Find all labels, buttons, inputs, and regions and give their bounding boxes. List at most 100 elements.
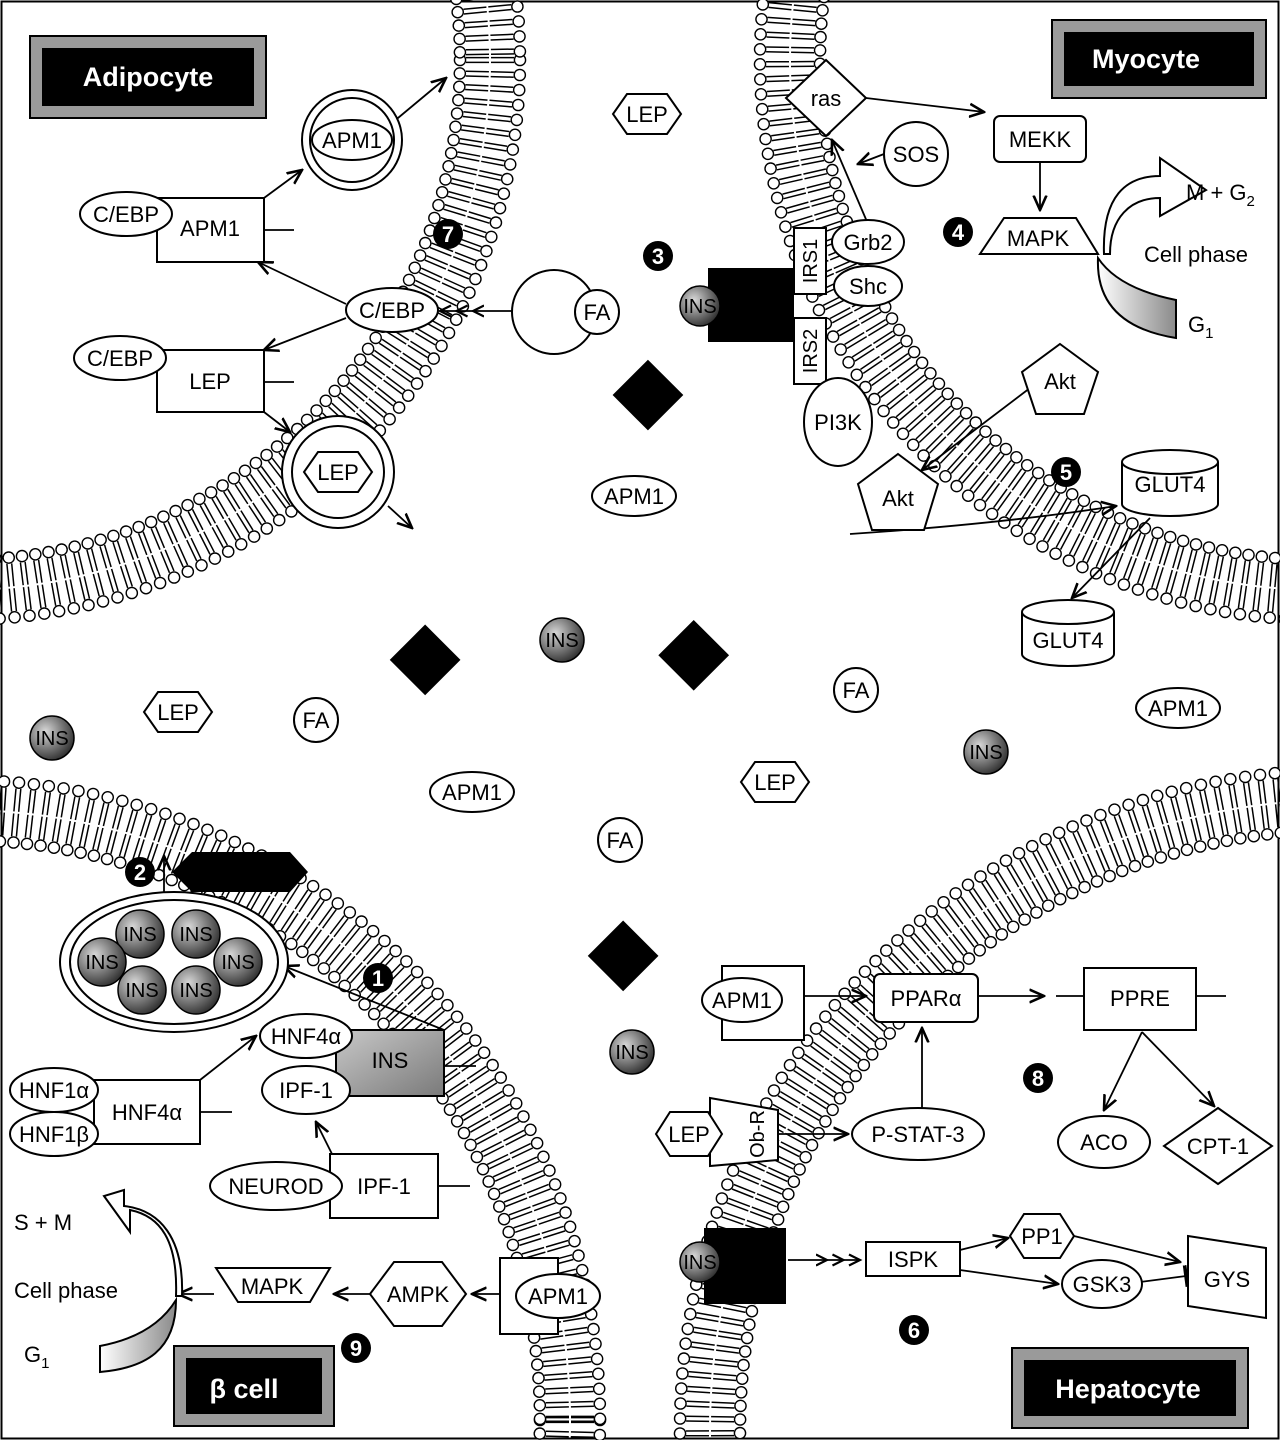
lipid-tail [931,952,946,969]
lipid-tail [408,989,425,1005]
lipid-tail [452,179,474,185]
lipid-head [0,613,5,624]
lipid-tail [1074,860,1084,881]
lipid-tail [694,1327,717,1331]
lipid-head [688,1294,699,1305]
lipid-tail [916,423,933,439]
lipid-head [534,1400,545,1411]
lipid-tail [490,100,513,102]
lipid-head [452,1116,463,1127]
lipid-tail [975,444,990,462]
lipid-tail [792,33,815,34]
diamond-2 [390,625,461,696]
lipid-tail [1024,479,1037,498]
lipid-tail [454,1092,474,1104]
lipid-head [1248,831,1259,842]
granule-ins-2: INS [172,910,220,958]
lipid-tail [937,915,951,933]
lipid-tail [830,308,850,319]
lipid-tail [851,1034,869,1048]
lipid-tail [93,827,98,849]
fa-receptor: FA [512,270,619,354]
ipf1-small-ellipse: IPF-1 [262,1066,350,1114]
lipid-head [420,366,431,377]
lipid-head [507,144,518,155]
lipid-head [311,405,322,416]
lipid-tail [768,17,791,19]
lipid-tail [901,368,919,382]
lipid-tail [769,118,792,121]
lipid-tail [384,380,402,394]
lipid-head [83,600,94,611]
lipid-tail [347,386,365,401]
svg-text:APM1: APM1 [604,484,664,509]
lipid-tail [960,929,974,947]
lipid-tail [499,1121,519,1132]
diamond-4 [588,921,659,992]
hepatocyte-title: Hepatocyte [1055,1374,1201,1404]
lipid-tail [161,552,170,573]
lipid-tail [1032,882,1043,902]
lipid-head [858,1059,869,1070]
lipid-head [56,544,67,555]
lipid-head [346,365,357,376]
lipid-tail [1196,818,1201,840]
lipid-tail [476,184,498,190]
lipid-head [1195,841,1206,852]
gsk3-ellipse: GSK3 [1062,1260,1142,1308]
lipid-head [401,956,412,967]
lipid-head [915,915,926,926]
ins-ball-1: INS [540,618,584,662]
lipid-tail [866,320,886,332]
diamond-1 [613,360,684,431]
lipid-head [1067,821,1078,832]
lipid-head [182,500,193,511]
svg-text:INS: INS [35,728,68,750]
lipid-head [829,1000,840,1011]
lipid-head [169,572,180,583]
lipid-head [494,203,505,214]
lipid-tail [330,947,345,965]
lipid-tail [1077,831,1086,852]
lipid-head [711,1207,722,1218]
lipid-tail [845,333,865,345]
lipid-tail [451,183,473,189]
lipid-tail [418,329,438,341]
lipid-tail [338,397,355,412]
lipid-head [115,857,126,868]
lipid-head [338,375,349,386]
lipid-tail [253,503,266,522]
marker-9: 9 [341,1333,371,1363]
apm1-vesicle: APM1 [302,90,402,190]
svg-text:FA: FA [584,300,611,325]
lipid-tail [235,485,248,504]
lipid-head [980,426,991,437]
lipid-tail [829,1022,847,1036]
svg-text:Akt: Akt [882,486,914,511]
lipid-head [454,33,465,44]
lipid-head [308,881,319,892]
lipid-head [1230,547,1241,558]
svg-text:INS: INS [125,980,158,1002]
lipid-tail [457,157,480,161]
lipid-tail [272,489,286,508]
lipid-head [436,340,447,351]
lipid-head [1027,841,1038,852]
lipid-tail [1064,837,1074,858]
lipid-tail [396,1013,413,1028]
lipid-head [1269,768,1280,779]
lipid-tail [418,1000,435,1015]
lipid-tail [540,1336,563,1339]
lipid-head [422,977,433,988]
lipid-head [1220,606,1231,617]
lipid-head [878,405,889,416]
lipid-tail [415,333,435,345]
lipid-tail [892,358,911,371]
lipid-tail [982,883,995,902]
marker-4: 4 [943,217,973,247]
lipid-tail [717,1345,740,1348]
lipid-tail [803,169,826,174]
lipid-tail [487,129,510,132]
lipid-tail [1205,790,1210,813]
lipid-tail [89,800,94,823]
